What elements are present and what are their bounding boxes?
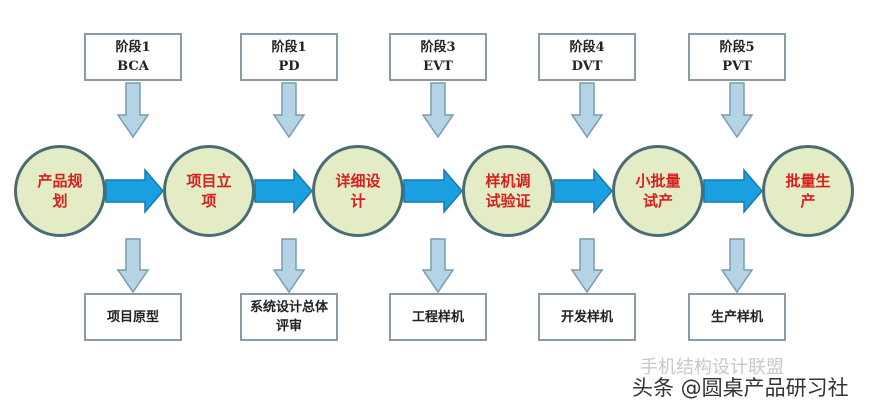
output-box-1: 项目原型 (84, 293, 182, 341)
output-box-2: 系统设计总体评审 (240, 293, 338, 341)
output-label: 生产样机 (710, 309, 763, 325)
watermark-line1: 手机结构设计联盟 (640, 357, 784, 378)
flow-arrow (553, 167, 613, 215)
step-circle-6: 批量生产 (762, 145, 854, 237)
phase-label: 阶段1 (271, 40, 307, 55)
down-arrow-top (720, 82, 754, 139)
output-box-4: 开发样机 (538, 293, 636, 341)
output-label: 系统设计总体评审 (250, 300, 329, 334)
flow-arrow (254, 167, 313, 215)
step-circle-2: 项目立项 (163, 145, 255, 237)
phase-code: PVT (722, 59, 752, 74)
phase-label: 阶段1 (115, 40, 151, 55)
output-box-5: 生产样机 (688, 293, 786, 341)
down-arrow-top (421, 82, 455, 139)
phase-label: 阶段3 (420, 40, 456, 55)
flow-arrow (105, 167, 164, 215)
down-arrow-bottom (272, 238, 306, 294)
step-circle-5: 小批量试产 (612, 145, 704, 237)
flow-arrow (703, 167, 763, 215)
phase-code: PD (278, 59, 300, 74)
phase-code: DVT (571, 59, 603, 74)
output-label: 项目原型 (106, 309, 159, 325)
step-circle-4: 样机调试验证 (462, 145, 554, 237)
down-arrow-top (272, 82, 306, 139)
watermark-line2: 头条 @圆桌产品研习社 (632, 376, 849, 400)
phase-code: BCA (117, 59, 149, 74)
down-arrow-top (116, 82, 150, 139)
output-box-3: 工程样机 (389, 293, 487, 341)
down-arrow-bottom (720, 238, 754, 294)
step-circle-1: 产品规划 (14, 145, 106, 237)
phase-label: 阶段5 (719, 40, 755, 55)
flow-arrow (403, 167, 463, 215)
step-circle-3: 详细设计 (312, 145, 404, 237)
phase-label: 阶段4 (569, 40, 605, 55)
phase-code: EVT (423, 59, 453, 74)
output-label: 工程样机 (411, 309, 464, 325)
down-arrow-bottom (116, 238, 150, 294)
down-arrow-bottom (570, 238, 604, 294)
down-arrow-top (570, 82, 604, 139)
output-label: 开发样机 (560, 309, 613, 325)
down-arrow-bottom (421, 238, 455, 294)
